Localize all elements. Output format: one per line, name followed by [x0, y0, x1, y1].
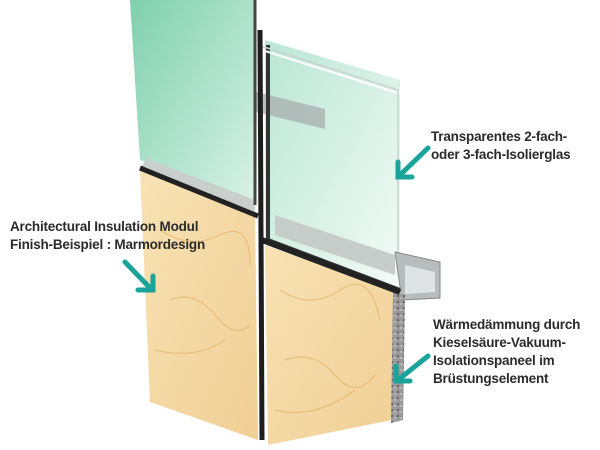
arrow-module — [122, 259, 156, 293]
insulation-label: Wärmedämmung durch Kieselsäure-Vakuum- I… — [433, 316, 580, 388]
arrow-glass — [395, 145, 431, 180]
insulation-label-line: Kieselsäure-Vakuum- — [433, 335, 566, 350]
insulation-panel-edge — [391, 292, 405, 423]
right-marble-panel — [265, 245, 395, 445]
insulation-label-line: Isolationspaneel im — [433, 353, 555, 368]
right-sill — [275, 215, 395, 275]
left-sill — [140, 155, 255, 212]
glass-label-line: oder 3-fach-Isolierglas — [431, 147, 571, 162]
module-label-line: Architectural Insulation Modul — [10, 219, 199, 234]
module-label-line: Finish-Beispiel : Marmordesign — [10, 237, 206, 252]
left-marble-panel — [140, 170, 258, 440]
arrow-insulation — [393, 353, 431, 384]
glass-label: Transparentes 2-fach- oder 3-fach-Isolie… — [431, 128, 571, 164]
left-glass-pane — [130, 0, 255, 205]
vertical-mullion — [257, 29, 265, 441]
insulation-label-line: Wärmedämmung durch — [433, 317, 581, 332]
module-label: Architectural Insulation Modul Finish-Be… — [10, 218, 205, 254]
glass-label-line: Transparentes 2-fach- — [431, 129, 568, 144]
insulation-label-line: Brüstungselement — [433, 371, 549, 386]
